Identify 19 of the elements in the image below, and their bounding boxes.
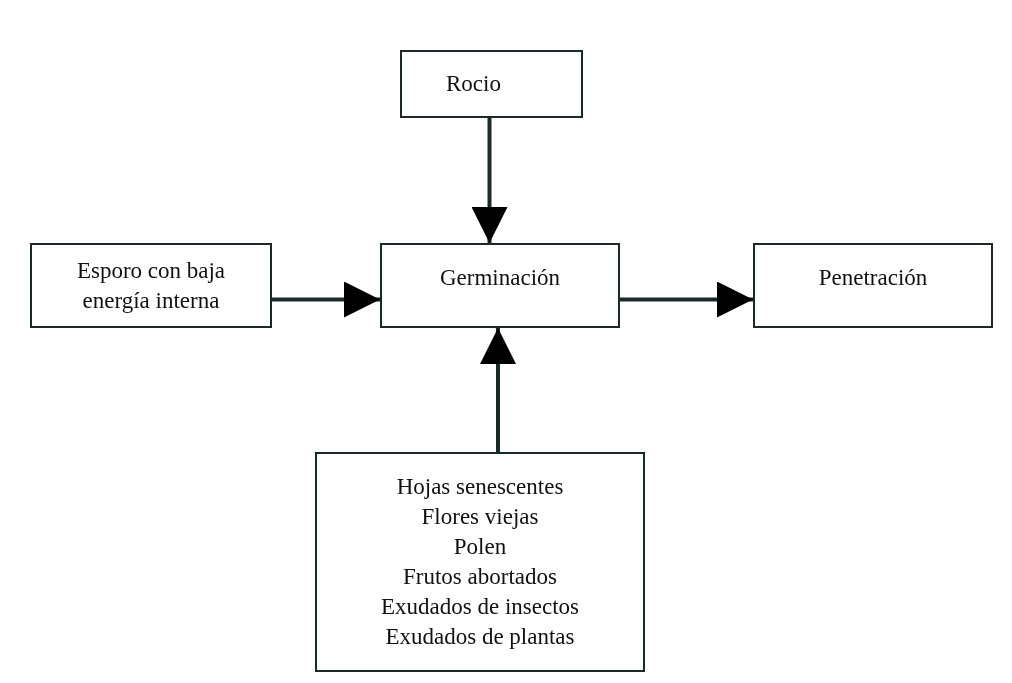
- box-label: Esporo con baja energía interna: [75, 256, 227, 315]
- box-label: Hojas senescentes: [396, 473, 564, 502]
- box-label: Rocio: [446, 70, 501, 99]
- box-label: Flores viejas: [421, 503, 539, 532]
- box-label: Exudados de plantas: [385, 622, 575, 651]
- box-label: Exudados de insectos: [381, 592, 579, 621]
- process-box: [753, 243, 993, 328]
- process-box: [400, 50, 583, 118]
- box-label: Penetración: [818, 264, 928, 292]
- box-label: Frutos abortados: [403, 563, 557, 591]
- arrow: [471, 118, 508, 243]
- arrow: [480, 328, 516, 452]
- box-label: Germinación: [439, 264, 561, 292]
- process-box: [315, 452, 645, 672]
- arrow: [620, 281, 753, 318]
- arrow: [272, 281, 380, 318]
- process-box: [380, 243, 620, 328]
- box-label: Polen: [453, 533, 507, 562]
- process-box: [30, 243, 272, 328]
